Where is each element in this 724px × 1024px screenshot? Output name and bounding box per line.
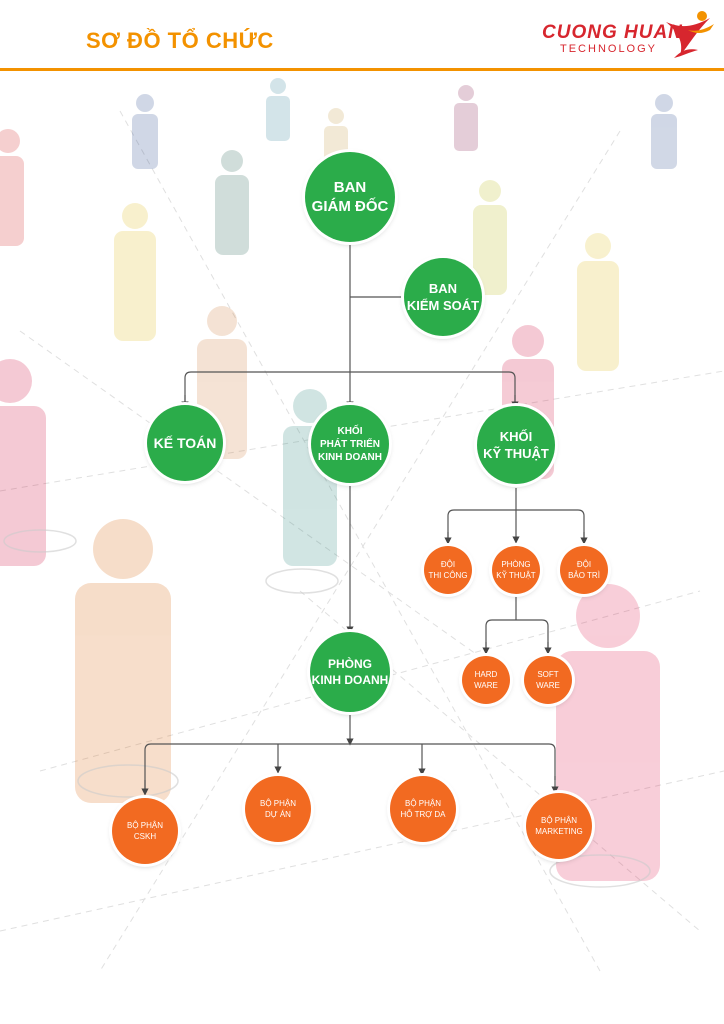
page-title: SƠ ĐỒ TỔ CHỨC [86, 28, 274, 53]
node-bo-phan-ho-tro-da: BỘ PHẬN HỖ TRỢ DA [390, 776, 456, 842]
node-bo-phan-marketing: BỘ PHẬN MARKETING [526, 793, 592, 859]
node-khoi-phat-trien-kinh-doanh: KHỐI PHÁT TRIỂN KINH DOANH [311, 405, 389, 483]
node-khoi-ky-thuat: KHỐI KỸ THUẬT [477, 406, 555, 484]
logo-name: CUONG HUAN [542, 22, 683, 43]
header-bar: SƠ ĐỒ TỔ CHỨC CUONG HUAN TECHNOLOGY [0, 0, 724, 71]
node-ban-giam-doc: BAN GIÁM ĐỐC [305, 152, 395, 242]
node-bo-phan-du-an: BỘ PHẬN DỰ ÁN [245, 776, 311, 842]
node-phong-ky-thuat: PHÒNG KỸ THUẬT [492, 546, 540, 594]
node-doi-bao-tri: ĐỘI BẢO TRÌ [560, 546, 608, 594]
logo-subtitle: TECHNOLOGY [560, 43, 658, 55]
company-logo: CUONG HUAN TECHNOLOGY [538, 10, 718, 62]
node-hardware: HARD WARE [462, 656, 510, 704]
node-bo-phan-cskh: BỘ PHẬN CSKH [112, 798, 178, 864]
node-ban-kiem-soat: BAN KIỂM SOÁT [404, 258, 482, 336]
node-phong-kinh-doanh: PHÒNG KINH DOANH [310, 632, 390, 712]
node-software: SOFT WARE [524, 656, 572, 704]
node-ke-toan: KẾ TOÁN [147, 405, 223, 481]
node-doi-thi-cong: ĐỘI THI CÔNG [424, 546, 472, 594]
logo-figure-icon [666, 11, 714, 58]
